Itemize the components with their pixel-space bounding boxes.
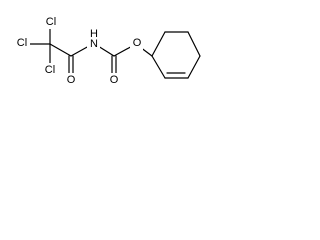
atom-oxygen-ester: O — [133, 37, 142, 49]
bond-n-c3 — [97, 45, 115, 57]
atom-cl-left: Cl — [17, 37, 27, 49]
atom-oxygen-carbamate: O — [110, 74, 119, 86]
ring-bond-1 — [151, 31, 166, 57]
bond-c2-n — [70, 45, 90, 57]
atom-cl-top: Cl — [46, 16, 56, 28]
atom-nitrogen: N — [90, 38, 98, 50]
atom-hydrogen-on-n: H — [90, 28, 98, 40]
ring-bond-3 — [187, 31, 201, 57]
atom-labels: Cl Cl Cl N H O O O — [14, 16, 143, 86]
chemical-structure: Cl Cl Cl N H O O O — [14, 16, 201, 86]
bond-c1-c2 — [49, 43, 72, 57]
ring-bond-6 — [151, 55, 166, 79]
atom-cl-bottom: Cl — [45, 64, 55, 76]
ring-bond-4 — [187, 55, 201, 79]
atom-oxygen-amide: O — [67, 74, 76, 86]
